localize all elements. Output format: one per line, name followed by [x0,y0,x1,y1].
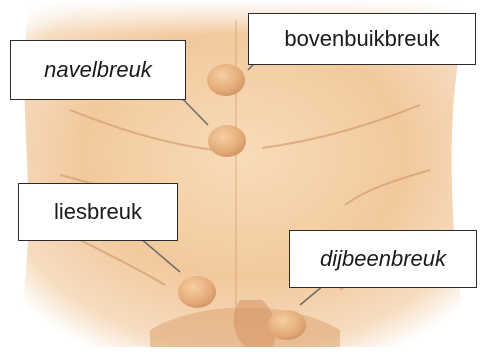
hernia-bulge-upper [207,64,245,96]
label-dijbeenbreuk: dijbeenbreuk [289,230,477,288]
label-bovenbuikbreuk: bovenbuikbreuk [248,13,476,65]
hernia-bulge-groin [178,276,216,308]
label-navelbreuk: navelbreuk [10,40,186,100]
hernia-bulge-navel [208,125,246,157]
hernia-bulge-thigh [268,310,306,340]
label-liesbreuk: liesbreuk [18,183,178,241]
